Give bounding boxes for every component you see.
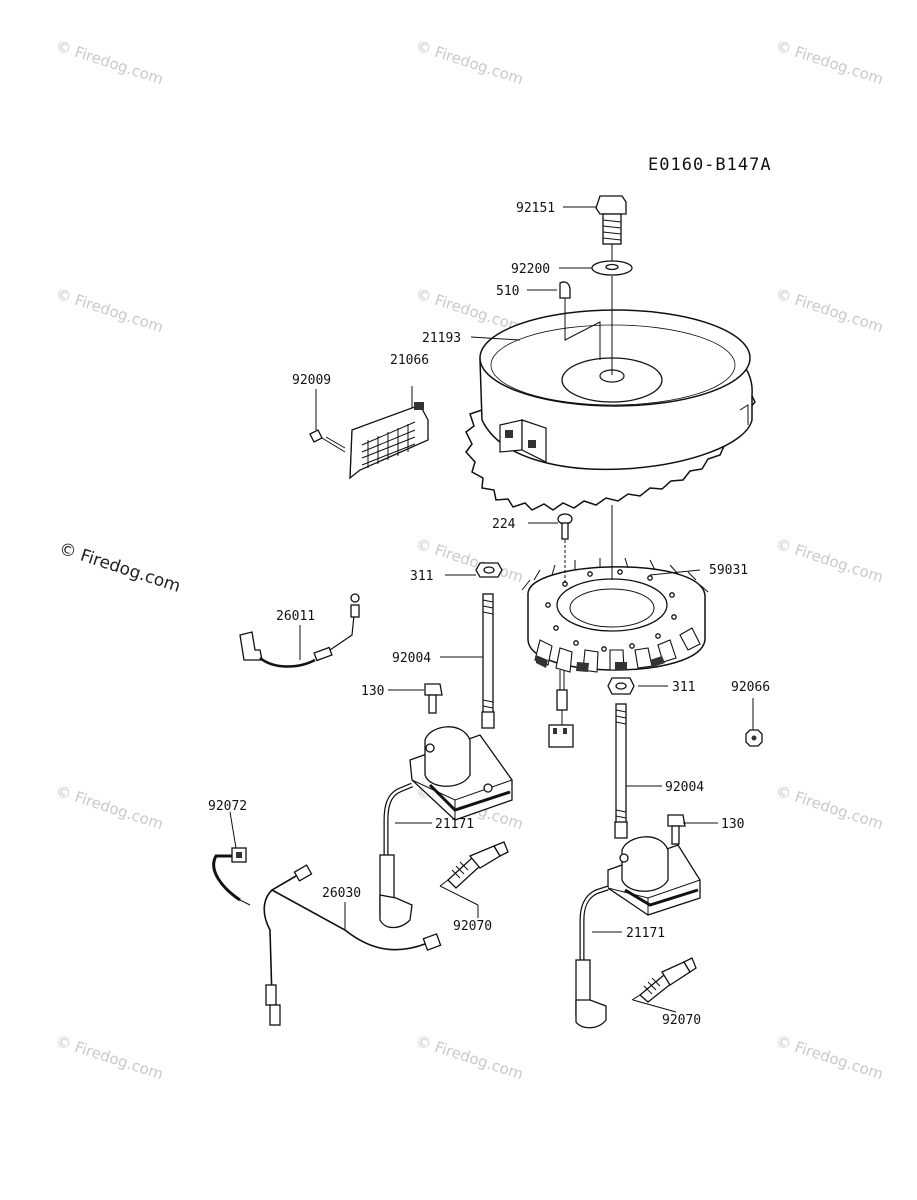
part-label-92066[interactable]: 92066 (731, 680, 770, 695)
part-label-26030[interactable]: 26030 (322, 886, 361, 901)
part-label-311-right[interactable]: 311 (672, 680, 695, 695)
part-label-92004-left[interactable]: 92004 (392, 651, 431, 666)
watermark: © Firedog.com (414, 37, 526, 89)
washer-92200 (591, 260, 633, 276)
watermark: © Firedog.com (54, 782, 166, 834)
bolt-130-right (667, 814, 686, 845)
watermark: © Firedog.com (774, 782, 886, 834)
screw-224 (557, 513, 573, 540)
part-label-130-right[interactable]: 130 (721, 817, 744, 832)
watermark-featured: © Firedog.com (56, 539, 182, 597)
screw-92009 (309, 429, 346, 453)
key-510 (559, 281, 571, 299)
part-label-21066[interactable]: 21066 (390, 353, 429, 368)
bolt-130-left (424, 683, 443, 714)
part-label-21193[interactable]: 21193 (422, 331, 461, 346)
part-label-26011[interactable]: 26011 (276, 609, 315, 624)
part-label-92009[interactable]: 92009 (292, 373, 331, 388)
part-label-92070-left[interactable]: 92070 (453, 919, 492, 934)
part-label-59031[interactable]: 59031 (709, 563, 748, 578)
lead-26011 (239, 593, 360, 668)
part-label-92200[interactable]: 92200 (511, 262, 550, 277)
spark-plug-right (631, 957, 697, 1003)
nut-311-right (607, 677, 635, 695)
watermark: © Firedog.com (774, 37, 886, 89)
ignition-coil-right (575, 836, 701, 1029)
stud-92004-left (481, 593, 495, 729)
watermark: © Firedog.com (774, 535, 886, 587)
part-label-92072[interactable]: 92072 (208, 799, 247, 814)
diagram-code: E0160-B147A (648, 155, 772, 175)
ignition-coil-left (379, 726, 513, 929)
part-label-311-left[interactable]: 311 (410, 569, 433, 584)
watermark: © Firedog.com (414, 1032, 526, 1084)
part-labels: 92151 92200 510 21193 92009 21066 224 59… (208, 201, 770, 1028)
watermark: © Firedog.com (774, 285, 886, 337)
part-label-510[interactable]: 510 (496, 284, 519, 299)
harness-26030 (263, 864, 442, 1026)
part-label-21171-left[interactable]: 21171 (435, 817, 474, 832)
watermark: © Firedog.com (774, 1032, 886, 1084)
nut-311-left (475, 562, 503, 578)
nut-92066 (745, 729, 763, 747)
watermark: © Firedog.com (54, 285, 166, 337)
part-label-130-left[interactable]: 130 (361, 684, 384, 699)
stator-59031 (521, 557, 709, 748)
wire-92072 (212, 847, 251, 906)
flywheel (465, 309, 756, 511)
leader-lines (229, 206, 754, 1013)
bolt-92151 (595, 195, 627, 245)
part-label-92070-right[interactable]: 92070 (662, 1013, 701, 1028)
stud-92004-right (614, 703, 628, 839)
part-label-92004-right[interactable]: 92004 (665, 780, 704, 795)
regulator-21066 (349, 402, 429, 480)
part-label-224[interactable]: 224 (492, 517, 516, 532)
watermark: © Firedog.com (54, 37, 166, 89)
part-label-92151[interactable]: 92151 (516, 201, 555, 216)
watermark: © Firedog.com (54, 1032, 166, 1084)
part-label-21171-right[interactable]: 21171 (626, 926, 665, 941)
spark-plug-left (439, 841, 509, 889)
